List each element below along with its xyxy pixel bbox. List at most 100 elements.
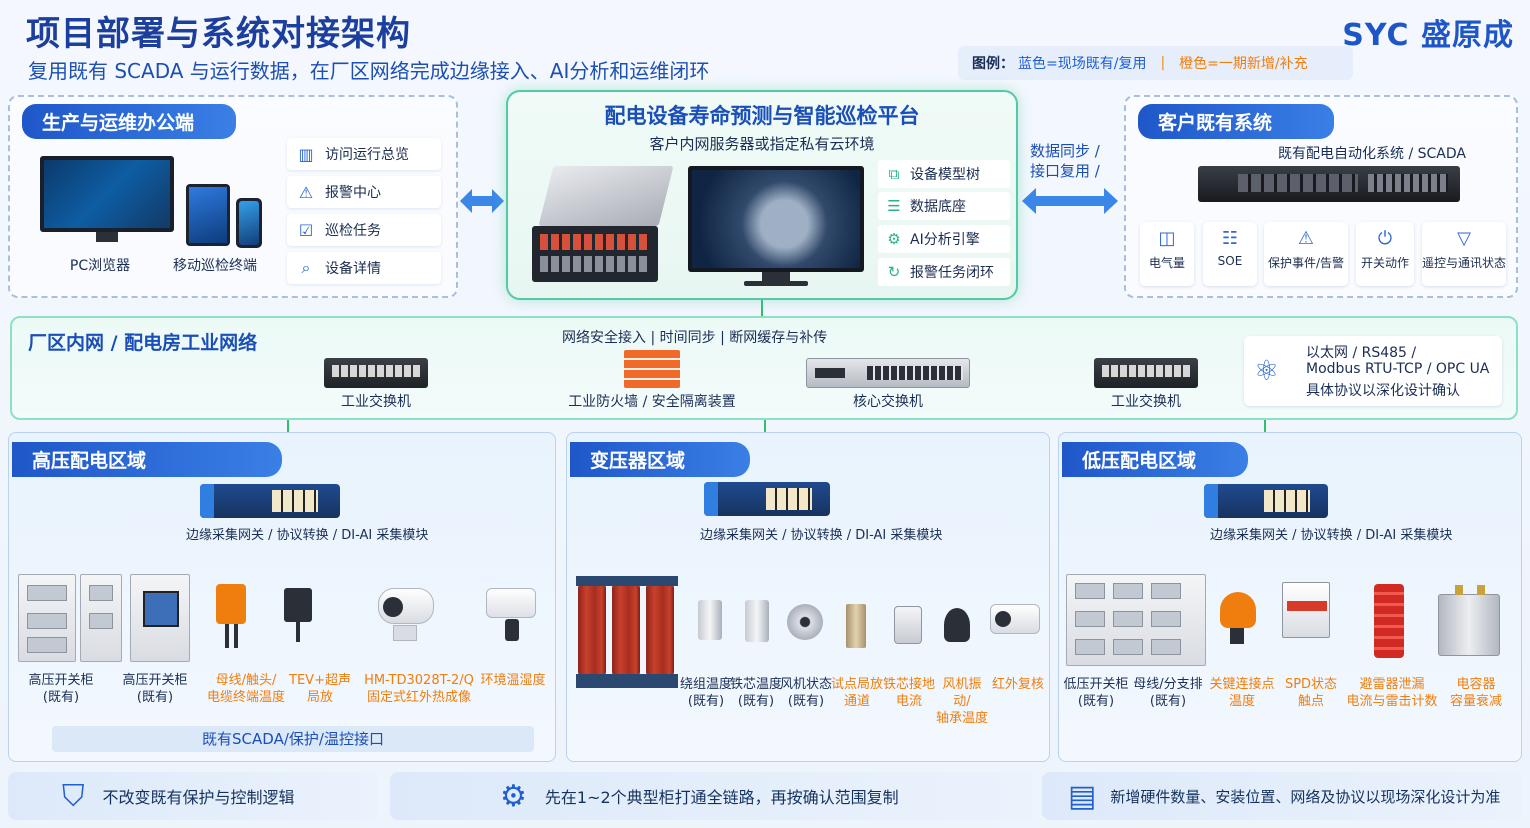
network-top-label: 网络安全接入 | 时间同步 | 断网缓存与补传 bbox=[562, 330, 828, 346]
transformer-icon bbox=[576, 574, 678, 698]
lv-device-label: SPD状态 触点 bbox=[1284, 677, 1338, 709]
spd-icon bbox=[1282, 582, 1330, 638]
platform-model-tree[interactable]: ⧉设备模型树 bbox=[878, 160, 1010, 188]
platform-database[interactable]: ☰数据底座 bbox=[878, 192, 1010, 220]
tr-device-label: 铁芯接地 电流 bbox=[882, 677, 935, 709]
tev-sensor-icon bbox=[284, 588, 312, 642]
firewall-label: 工业防火墙 / 安全隔离装置 bbox=[568, 394, 736, 410]
search-doc-icon: ⌕ bbox=[301, 258, 311, 277]
fan-icon bbox=[787, 604, 823, 640]
mobile-label: 移动巡检终端 bbox=[173, 258, 257, 274]
hv-cabinet-panel-icon bbox=[130, 574, 190, 662]
sync-arrow-icon bbox=[1022, 186, 1118, 216]
hv-device-label: TEV+超声 局放 bbox=[289, 673, 351, 705]
antenna-icon: ▽ bbox=[1457, 228, 1471, 249]
platform-alarm-loop[interactable]: ↻报警任务闭环 bbox=[878, 258, 1010, 286]
checklist-icon: ☑ bbox=[298, 220, 314, 240]
transformer-gateway-icon bbox=[704, 482, 830, 516]
lv-device-label: 关键连接点 温度 bbox=[1209, 677, 1275, 709]
menu-overview[interactable]: ▥访问运行总览 bbox=[287, 138, 441, 170]
phone-icon bbox=[236, 198, 262, 248]
signal-soe[interactable]: ☷SOE bbox=[1203, 222, 1257, 286]
tablet-icon bbox=[186, 184, 230, 246]
hv-scada-bar: 既有SCADA/保护/温控接口 bbox=[52, 726, 534, 752]
lv-device-label: 避雷器泄漏 电流与雷击计数 bbox=[1346, 677, 1438, 709]
tr-device-label: 试点局放 通道 bbox=[830, 677, 883, 709]
protocol-line-3: 具体协议以深化设计确认 bbox=[1306, 383, 1460, 399]
low-voltage-tag: 低压配电区域 bbox=[1062, 442, 1248, 477]
hv-cabinet-icon bbox=[18, 574, 76, 662]
low-gateway-label: 边缘采集网关 / 协议转换 / DI-AI 采集模块 bbox=[1210, 528, 1453, 543]
menu-alarm-center[interactable]: ⚠报警中心 bbox=[287, 176, 441, 208]
left-switch-label: 工业交换机 bbox=[341, 394, 411, 410]
pc-label: PC浏览器 bbox=[69, 258, 131, 274]
busbar-sensor-icon bbox=[216, 584, 246, 648]
hv-device-label: 高压开关柜 (既有) bbox=[28, 673, 94, 705]
protocol-line-2: Modbus RTU-TCP / OPC UA bbox=[1306, 361, 1490, 377]
double-arrow-icon bbox=[460, 186, 504, 216]
lv-device-label: 母线/分支排 (既有) bbox=[1133, 677, 1203, 709]
signal-protection[interactable]: ⚠保护事件/告警 bbox=[1264, 222, 1348, 286]
scada-rack-icon bbox=[1198, 166, 1460, 202]
list-icon: ☷ bbox=[1221, 228, 1239, 249]
dashboard-monitor-icon bbox=[688, 166, 864, 286]
signal-remote-status[interactable]: ▽遥控与通讯状态 bbox=[1422, 222, 1506, 286]
protocol-box: ⚛ 以太网 / RS485 / Modbus RTU-TCP / OPC UA … bbox=[1244, 336, 1502, 406]
hv-cabinet-icon bbox=[80, 574, 122, 662]
gear-icon: ⚙ bbox=[500, 778, 527, 814]
page-title: 项目部署与系统对接架构 bbox=[26, 14, 411, 54]
platform-title: 配电设备寿命预测与智能巡检平台 bbox=[604, 104, 920, 128]
thermal-camera-icon bbox=[378, 588, 434, 641]
menu-device-detail[interactable]: ⌕设备详情 bbox=[287, 252, 441, 284]
platform-subtitle: 客户内网服务器或指定私有云环境 bbox=[649, 135, 875, 153]
infrared-camera-icon bbox=[990, 604, 1040, 634]
signal-switch-action[interactable]: ⏻开关动作 bbox=[1356, 222, 1414, 286]
pd-channel-icon bbox=[846, 604, 866, 648]
right-industrial-switch-icon bbox=[1094, 358, 1198, 388]
footer-note-protection: ⛉ 不改变既有保护与控制逻辑 bbox=[8, 772, 378, 820]
tr-device-label: 红外复核 bbox=[991, 677, 1044, 692]
tr-device-label: 风机振动/ 轴承温度 bbox=[935, 677, 988, 726]
tree-icon: ⧉ bbox=[888, 165, 900, 183]
legend-label: 图例： bbox=[972, 56, 1014, 72]
network-title: 厂区内网 / 配电房工业网络 bbox=[28, 332, 258, 354]
document-icon: ▤ bbox=[1068, 778, 1097, 814]
hv-device-label: HM-TD3028T-2/Q 固定式红外热成像 bbox=[364, 673, 474, 705]
right-switch-label: 工业交换机 bbox=[1111, 394, 1181, 410]
book-icon: ▥ bbox=[298, 144, 314, 164]
tr-device-label: 风机状态 (既有) bbox=[779, 677, 832, 709]
customer-tag: 客户既有系统 bbox=[1138, 104, 1334, 139]
sync-label-1: 数据同步 / bbox=[1030, 142, 1100, 160]
high-gateway-label: 边缘采集网关 / 协议转换 / DI-AI 采集模块 bbox=[186, 528, 429, 543]
core-temp-icon bbox=[745, 600, 769, 642]
surge-arrester-icon bbox=[1374, 584, 1404, 658]
lv-device-label: 低压开关柜 (既有) bbox=[1063, 677, 1129, 709]
sync-label-2: 接口复用 / bbox=[1030, 162, 1100, 180]
pc-monitor-icon bbox=[40, 156, 174, 242]
lv-temp-clamp-icon bbox=[1220, 592, 1256, 644]
hv-device-label: 环境温湿度 bbox=[480, 673, 546, 688]
alarm-icon: ⚠ bbox=[298, 182, 314, 202]
legend-separator: | bbox=[1160, 55, 1166, 71]
firewall-icon bbox=[624, 350, 680, 388]
low-gateway-icon bbox=[1204, 484, 1328, 518]
brand-logo: SYC 盛原成 bbox=[1342, 18, 1514, 53]
signal-electrical[interactable]: ◫电气量 bbox=[1140, 222, 1194, 286]
lv-cabinet-icon bbox=[1066, 574, 1206, 666]
menu-inspection-task[interactable]: ☑巡检任务 bbox=[287, 214, 441, 246]
left-industrial-switch-icon bbox=[324, 358, 428, 388]
footer-note-pilot: ⚙ 先在1~2个典型柜打通全链路，再按确认范围复制 bbox=[390, 772, 1032, 820]
transformer-tag: 变压器区域 bbox=[570, 442, 750, 477]
ground-current-icon bbox=[894, 606, 922, 644]
capacitor-icon bbox=[1438, 585, 1500, 656]
vibration-sensor-icon bbox=[944, 608, 970, 642]
database-icon: ☰ bbox=[887, 197, 901, 215]
loop-icon: ↻ bbox=[887, 263, 901, 281]
winding-temp-icon bbox=[698, 600, 722, 640]
tr-device-label: 绕组温度 (既有) bbox=[679, 677, 732, 709]
platform-ai-engine[interactable]: ⚙AI分析引擎 bbox=[878, 225, 1010, 253]
humidity-sensor-icon bbox=[486, 588, 536, 641]
footer-note-design: ▤ 新增硬件数量、安装位置、网络及协议以现场深化设计为准 bbox=[1042, 772, 1522, 820]
gear-icon: ⚙ bbox=[887, 230, 901, 248]
lv-device-label: 电容器 容量衰减 bbox=[1449, 677, 1502, 709]
